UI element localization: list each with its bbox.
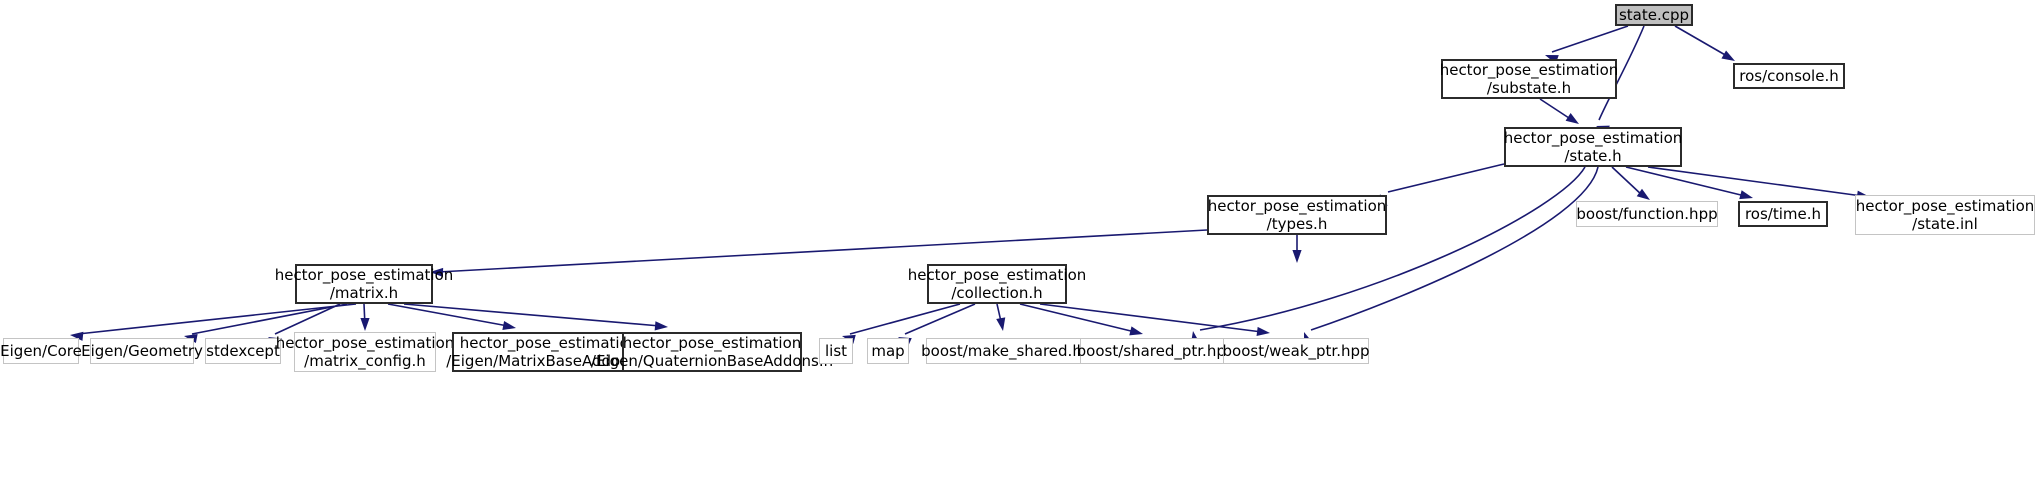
node-list[interactable]: list — [819, 338, 853, 364]
node-label-matrix_h: hector_pose_estimation /matrix.h — [274, 266, 454, 302]
node-label-state_h: hector_pose_estimation /state.h — [1503, 129, 1683, 165]
node-label-boost_shared_ptr_hpp: boost/shared_ptr.hpp — [1076, 342, 1236, 360]
edge-matrix_h-stdexcept — [274, 303, 341, 335]
node-label-ros_time_h: ros/time.h — [1744, 205, 1822, 223]
node-eigen_geometry[interactable]: Eigen/Geometry — [81, 338, 203, 364]
edge-collection_h-boost_make_shared_hpp-arrowhead — [996, 317, 1006, 331]
node-label-matrixbaseaddons_h: hector_pose_estimation /Eigen/MatrixBase… — [446, 334, 652, 370]
edge-matrix_h-quaternionbaseaddons_h — [403, 303, 661, 327]
node-label-collection_h: hector_pose_estimation /collection.h — [907, 266, 1087, 302]
node-label-ros_console_h: ros/console.h — [1739, 67, 1839, 85]
edge-collection_h-boost_make_shared_hpp — [996, 303, 1003, 327]
node-boost_shared_ptr_hpp[interactable]: boost/shared_ptr.hpp — [1077, 338, 1235, 364]
edge-state_h-boost_weak_ptr_hpp — [1310, 166, 1599, 331]
edge-matrix_h-matrixbaseaddons_h-arrowhead — [502, 321, 516, 331]
edge-state_h-state_inl — [1647, 166, 1863, 197]
node-label-boost_function_hpp: boost/function.hpp — [1576, 205, 1718, 223]
node-label-matrix_config_h: hector_pose_estimation /matrix_config.h — [275, 334, 455, 370]
edge-matrix_h-eigen_geometry — [191, 303, 348, 335]
node-label-boost_make_shared_hpp: boost/make_shared.hpp — [921, 342, 1101, 360]
edge-types_h-collection_h-arrowhead — [1292, 250, 1302, 263]
edge-matrix_h-quaternionbaseaddons_h-arrowhead — [654, 321, 668, 331]
node-matrixbaseaddons_h[interactable]: hector_pose_estimation /Eigen/MatrixBase… — [446, 332, 652, 372]
edge-state_h-ros_time_h — [1625, 166, 1746, 197]
node-label-substate_h: hector_pose_estimation /substate.h — [1439, 61, 1619, 97]
edge-collection_h-boost_weak_ptr_hpp — [1039, 303, 1263, 333]
edge-state_h-boost_shared_ptr_hpp — [1199, 166, 1586, 331]
node-label-map: map — [871, 342, 905, 360]
edge-substate_h-state_h — [1539, 98, 1573, 121]
node-types_h[interactable]: hector_pose_estimation /types.h — [1207, 195, 1387, 235]
node-boost_weak_ptr_hpp[interactable]: boost/weak_ptr.hpp — [1223, 338, 1370, 364]
edge-matrix_h-matrixbaseaddons_h — [387, 303, 509, 327]
node-stdexcept[interactable]: stdexcept — [205, 338, 281, 364]
edge-matrix_h-eigen_core — [77, 303, 357, 335]
node-matrix_config_h[interactable]: hector_pose_estimation /matrix_config.h — [276, 332, 454, 372]
node-state_inl[interactable]: hector_pose_estimation /state.inl — [1855, 195, 2035, 235]
node-label-types_h: hector_pose_estimation /types.h — [1207, 197, 1387, 233]
node-label-state_inl: hector_pose_estimation /state.inl — [1855, 197, 2035, 233]
node-label-list: list — [824, 342, 848, 360]
edge-collection_h-boost_weak_ptr_hpp-arrowhead — [1256, 326, 1270, 336]
edge-substate_h-state_h-arrowhead — [1565, 113, 1579, 124]
node-state_h[interactable]: hector_pose_estimation /state.h — [1504, 127, 1682, 167]
edge-state_h-types_h — [1387, 163, 1505, 193]
node-label-stdexcept: stdexcept — [206, 342, 280, 360]
node-label-eigen_core: Eigen/Core — [0, 342, 82, 360]
node-quaternionbaseaddons_h[interactable]: hector_pose_estimation /Eigen/Quaternion… — [591, 332, 833, 372]
edge-collection_h-boost_shared_ptr_hpp-arrowhead — [1129, 326, 1143, 336]
edge-collection_h-boost_shared_ptr_hpp — [1019, 303, 1136, 333]
edge-types_h-matrix_h — [437, 229, 1208, 273]
node-boost_function_hpp[interactable]: boost/function.hpp — [1576, 201, 1718, 227]
edge-collection_h-list — [849, 303, 961, 335]
edge-collection_h-map — [904, 303, 976, 335]
node-map[interactable]: map — [867, 338, 909, 364]
edge-state_cpp-ros_console_h — [1674, 25, 1728, 57]
edge-state_cpp-substate_h — [1551, 25, 1629, 53]
node-ros_console_h[interactable]: ros/console.h — [1733, 63, 1845, 89]
edge-matrix_h-matrix_config_h-arrowhead — [360, 318, 370, 331]
node-substate_h[interactable]: hector_pose_estimation /substate.h — [1440, 59, 1618, 99]
edge-state_h-boost_function_hpp — [1611, 166, 1644, 197]
node-label-quaternionbaseaddons_h: hector_pose_estimation /Eigen/Quaternion… — [590, 334, 834, 370]
node-ros_time_h[interactable]: ros/time.h — [1738, 201, 1828, 227]
node-eigen_core[interactable]: Eigen/Core — [0, 338, 82, 364]
edge-matrix_h-matrix_config_h — [363, 303, 366, 327]
node-state_cpp[interactable]: state.cpp — [1615, 4, 1693, 26]
node-label-boost_weak_ptr_hpp: boost/weak_ptr.hpp — [1222, 342, 1370, 360]
node-boost_make_shared_hpp[interactable]: boost/make_shared.hpp — [921, 338, 1101, 364]
node-collection_h[interactable]: hector_pose_estimation /collection.h — [908, 264, 1086, 304]
node-label-state_cpp: state.cpp — [1618, 6, 1690, 24]
node-label-eigen_geometry: Eigen/Geometry — [81, 342, 203, 360]
node-matrix_h[interactable]: hector_pose_estimation /matrix.h — [275, 264, 453, 304]
